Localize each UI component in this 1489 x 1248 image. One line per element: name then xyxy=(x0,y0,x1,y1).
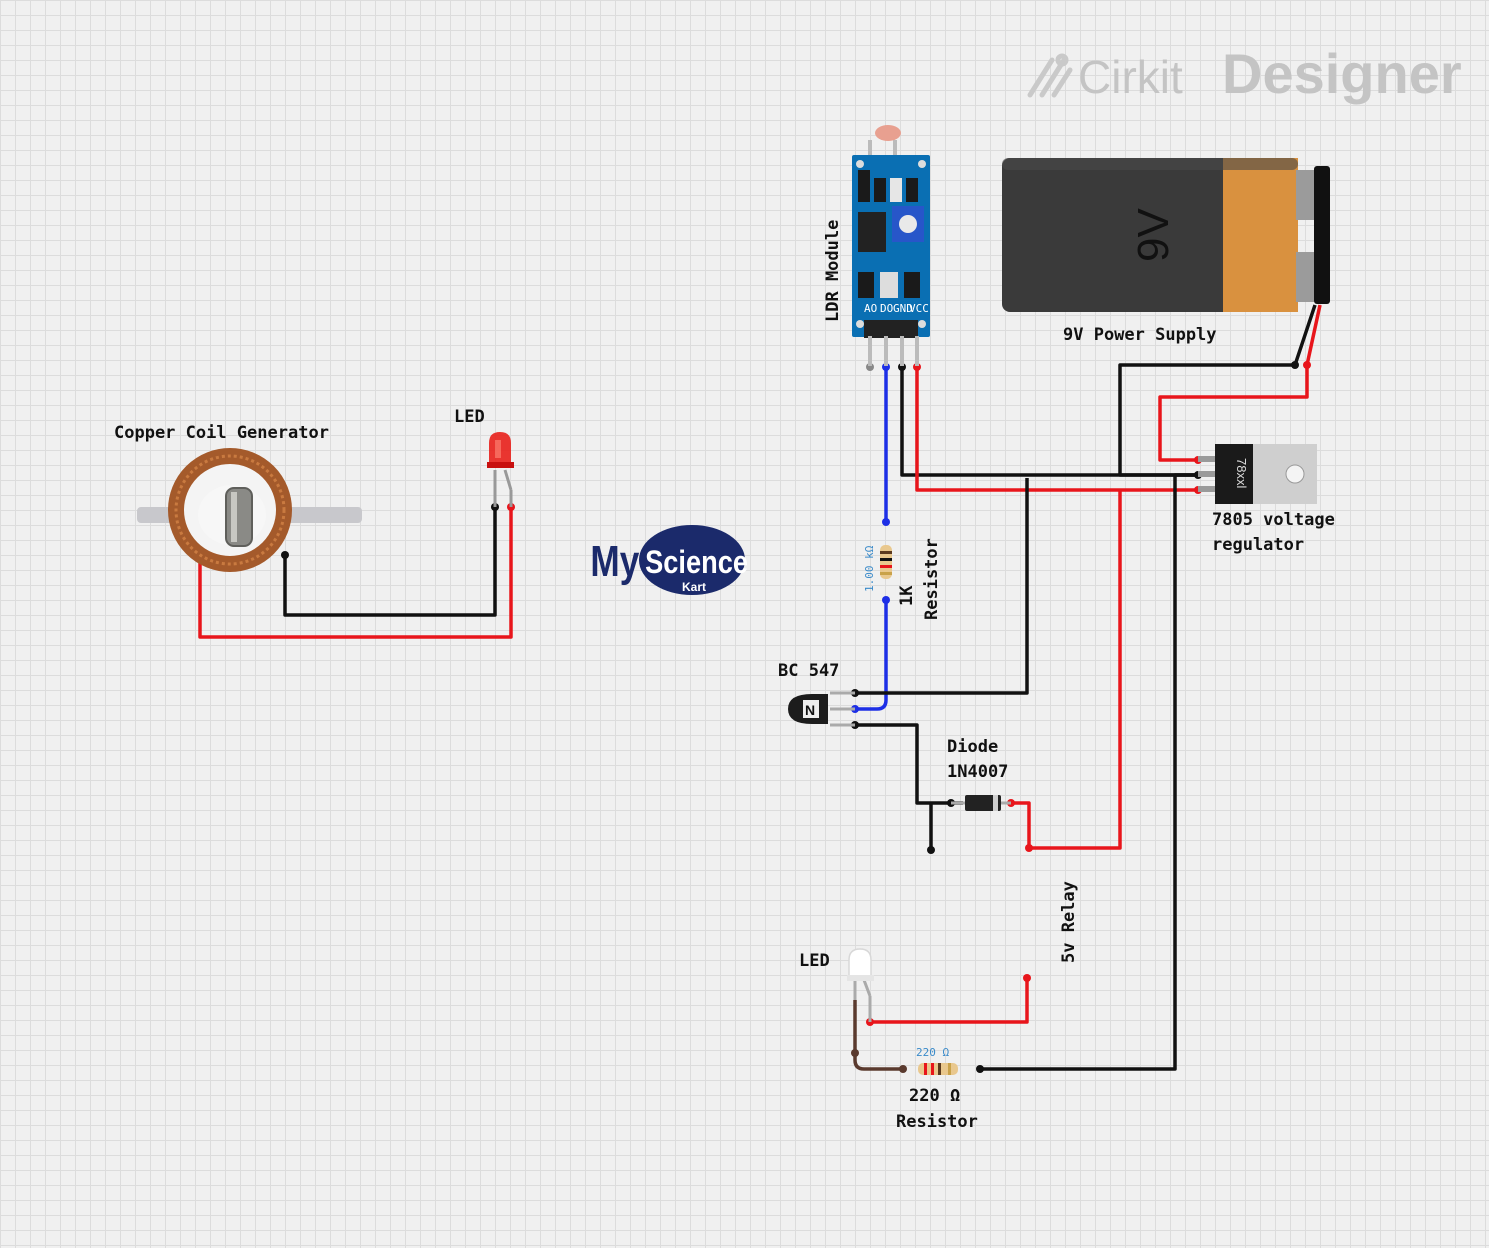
wire-led-brown[interactable] xyxy=(853,1000,903,1071)
wire-junctions xyxy=(196,361,1311,1073)
ldr-pin-vcc: VCC xyxy=(909,302,929,315)
copper-coil-generator[interactable] xyxy=(137,448,362,572)
label-ldr: LDR Module xyxy=(823,220,843,322)
resistor-1k[interactable] xyxy=(880,545,892,579)
cirkit-designer-logo: Cirkit Designer xyxy=(1027,42,1462,105)
label-regulator-1: 7805 voltage xyxy=(1212,510,1335,530)
regulator-mark: 78xxl xyxy=(1234,458,1249,488)
ldr-pin-gnd: GND xyxy=(893,302,913,315)
wire-res2-gnd[interactable] xyxy=(980,473,1198,1071)
wire-coil-black[interactable] xyxy=(283,507,497,617)
label-diode-2: 1N4007 xyxy=(947,762,1008,782)
led-red[interactable] xyxy=(487,432,514,507)
logo-my: My xyxy=(590,537,639,586)
label-resistor1-2: Resistor xyxy=(922,538,942,620)
led-white[interactable] xyxy=(847,948,874,1022)
brand-designer: Designer xyxy=(1222,42,1462,105)
label-transistor: BC 547 xyxy=(778,661,839,681)
wire-ldr-vcc[interactable] xyxy=(915,367,1198,492)
wire-coil-red[interactable] xyxy=(198,507,513,639)
brand-cirkit: Cirkit xyxy=(1078,51,1183,103)
wires xyxy=(198,304,1322,1071)
myscience-kart-logo: My Science Kart xyxy=(590,525,748,595)
wire-ldr-gnd[interactable] xyxy=(900,367,1198,477)
label-relay: 5v Relay xyxy=(1059,881,1079,963)
ldr-pin-do: DO xyxy=(880,302,893,315)
label-regulator-2: regulator xyxy=(1212,535,1304,555)
resistor2-value: 220 Ω xyxy=(916,1046,949,1059)
label-diode-1: Diode xyxy=(947,737,998,757)
label-resistor1-1: 1K xyxy=(897,585,917,606)
ldr-pin-ao: AO xyxy=(864,302,877,315)
label-led-red: LED xyxy=(454,407,485,427)
voltage-regulator-7805[interactable]: 78xxl xyxy=(1198,444,1317,504)
transistor-bc547[interactable]: N xyxy=(788,691,855,727)
cirkit-logo-icon xyxy=(1027,53,1073,98)
battery-9v[interactable]: 9V xyxy=(1002,158,1330,312)
battery-mark: 9V xyxy=(1129,208,1178,262)
resistor1-value: 1.00 kΩ xyxy=(863,545,876,592)
wire-transistor-diode[interactable] xyxy=(855,723,963,805)
label-battery: 9V Power Supply xyxy=(1063,325,1217,345)
ldr-module[interactable]: AO DO GND VCC xyxy=(852,125,930,366)
wire-res-base[interactable] xyxy=(855,600,888,711)
logo-kart: Kart xyxy=(682,580,706,594)
wire-relay-led[interactable] xyxy=(870,978,1029,1024)
resistor-220[interactable] xyxy=(918,1063,958,1075)
logo-science: Science xyxy=(645,545,748,581)
diode-1n4007[interactable] xyxy=(951,795,1011,811)
label-resistor2-1: 220 Ω xyxy=(909,1086,960,1106)
label-resistor2-2: Resistor xyxy=(896,1112,978,1132)
label-led-white: LED xyxy=(799,951,830,971)
label-coil: Copper Coil Generator xyxy=(114,423,329,443)
wire-gnd-trunk[interactable] xyxy=(855,478,1029,695)
wire-battery-vcc[interactable] xyxy=(1158,304,1322,462)
transistor-mark: N xyxy=(805,702,815,718)
